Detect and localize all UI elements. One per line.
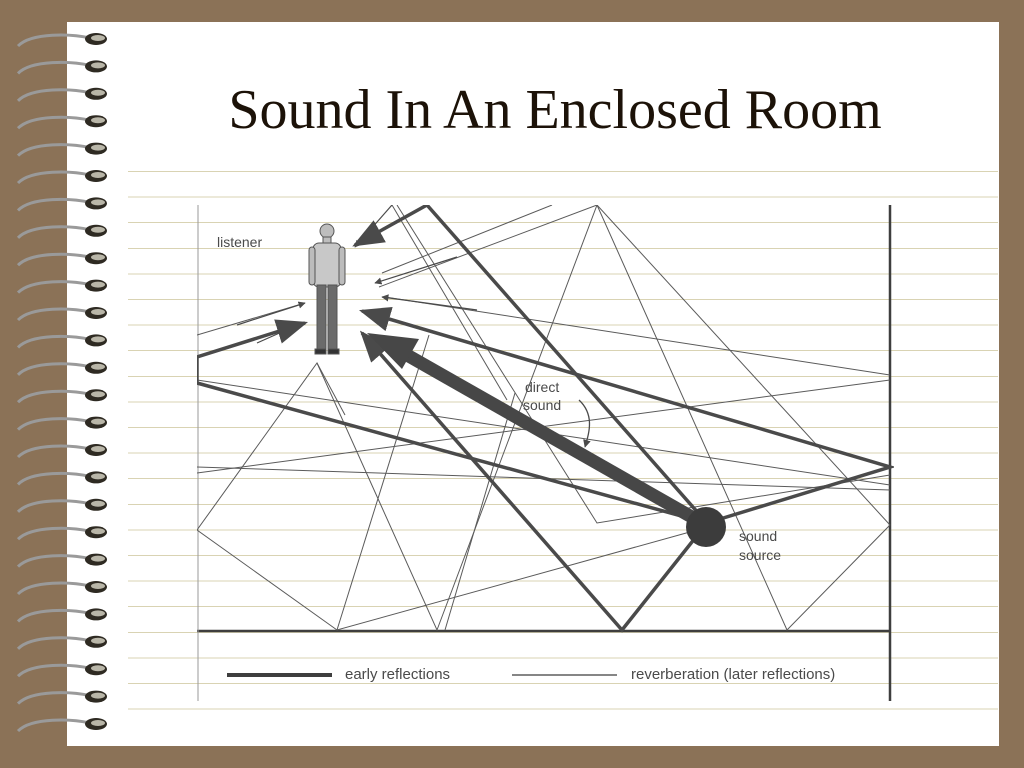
spiral-coil <box>16 252 91 267</box>
spiral-coil <box>16 471 91 486</box>
early-path <box>359 330 709 633</box>
spiral-shine <box>91 281 105 288</box>
spiral-coil <box>16 334 91 349</box>
spiral-shine <box>91 637 105 644</box>
spiral-shine <box>91 226 105 233</box>
source-label-line1: sound <box>739 528 777 544</box>
direct-label-line1: direct <box>525 379 559 395</box>
spiral-shine <box>91 473 105 480</box>
reverb-arrow <box>381 294 478 311</box>
spiral-shine <box>91 391 105 398</box>
spiral-shine <box>91 35 105 41</box>
listener-figure-icon <box>308 223 346 355</box>
slide-title: Sound In An Enclosed Room <box>228 79 882 141</box>
spiral-coil <box>16 280 91 294</box>
direct-label-pointer <box>578 399 591 448</box>
reverb-path <box>396 205 891 524</box>
reverb-arrow <box>374 256 458 285</box>
spiral-coil <box>16 499 91 513</box>
spiral-coil <box>16 389 91 404</box>
reverb-path <box>384 296 891 376</box>
reverb-path <box>381 205 553 274</box>
reverberation-lines <box>197 205 891 632</box>
direct-sound-head <box>367 333 419 369</box>
spiral-coil <box>16 691 91 705</box>
reverb-path <box>336 334 430 631</box>
spiral-coil <box>16 362 91 376</box>
spiral-shine <box>91 144 105 151</box>
spiral-shine <box>91 89 105 96</box>
reverb-path <box>391 205 508 401</box>
spiral-coil <box>16 307 91 322</box>
spiral-shine <box>91 610 105 617</box>
spiral-shine <box>91 117 105 124</box>
spiral-coil <box>16 197 91 212</box>
spiral-shine <box>91 692 105 699</box>
direct-sound-shaft <box>403 349 701 526</box>
spiral-coil <box>16 115 91 130</box>
spiral-shine <box>91 254 105 261</box>
spiral-shine <box>91 446 105 452</box>
spiral-coil <box>16 444 91 459</box>
source-label-line2: source <box>739 547 781 563</box>
spiral-shine <box>91 583 105 589</box>
spiral-coil <box>16 581 91 596</box>
spiral-shine <box>91 665 105 672</box>
spiral-shine <box>91 62 105 69</box>
reverb-path <box>596 205 891 526</box>
reverb-path <box>197 529 698 631</box>
direct-sound-arrow <box>367 333 701 526</box>
spiral-coil <box>16 88 91 102</box>
spiral-coil <box>16 526 91 541</box>
reverb-path <box>197 205 891 632</box>
spiral-coil <box>16 718 91 733</box>
spiral-shine <box>91 336 105 343</box>
reverb-path <box>378 205 598 288</box>
reverb-arrow <box>236 301 306 326</box>
spiral-coil <box>16 608 91 623</box>
spiral-coil <box>16 33 91 48</box>
listener-label: listener <box>217 234 262 250</box>
spiral-shine <box>91 528 105 535</box>
early-path <box>358 306 894 525</box>
spiral-shine <box>91 418 105 425</box>
legend-early-label: early reflections <box>345 666 450 683</box>
spiral-coil <box>16 554 91 568</box>
reverb-path <box>444 392 516 631</box>
legend: early reflections reverberation (later r… <box>227 666 835 683</box>
spiral-shine <box>91 309 105 315</box>
direct-label-line2: sound <box>523 397 561 413</box>
sound-source-dot <box>686 507 726 547</box>
spiral-coil <box>16 417 91 431</box>
spiral-coil <box>16 60 91 75</box>
spiral-coil <box>16 663 91 678</box>
spiral-coil <box>16 170 91 185</box>
early-path <box>197 319 708 525</box>
early-reflection-lines <box>197 205 894 633</box>
spiral-shine <box>91 199 105 206</box>
reverb-arrows <box>236 205 478 344</box>
spiral-coil <box>16 143 91 157</box>
reverb-path <box>316 362 346 416</box>
spiral-shine <box>91 555 105 562</box>
spiral-shine <box>91 720 105 726</box>
spiral-binding-icon <box>16 33 107 733</box>
spiral-shine <box>91 500 105 507</box>
spiral-coil <box>16 225 91 239</box>
room-walls <box>197 205 892 701</box>
spiral-coil <box>16 636 91 650</box>
spiral-shine <box>91 172 105 178</box>
spiral-shine <box>91 363 105 370</box>
legend-reverb-label: reverberation (later reflections) <box>631 666 835 683</box>
room-acoustics-diagram: listener direct sound sound source early… <box>197 205 894 701</box>
early-path <box>352 205 709 525</box>
